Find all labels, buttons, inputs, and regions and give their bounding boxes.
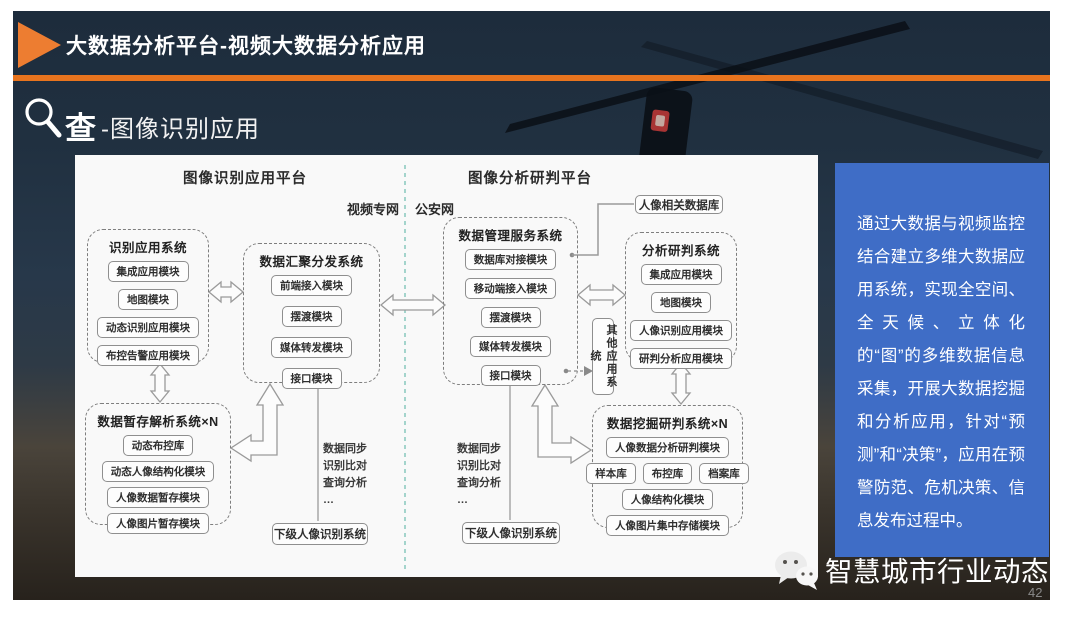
footer-brand: 智慧城市行业动态 [769, 546, 1049, 592]
module-box: 移动端接入模块 [464, 278, 557, 299]
right-platform-title: 图像分析研判平台 [468, 171, 592, 187]
section-keyword: 查 [65, 111, 96, 146]
page-title: 大数据分析平台-视频大数据分析应用 [66, 35, 426, 58]
system-title: 数据管理服务系统 [458, 229, 563, 243]
system-analysis-judgement: 分析研判系统 集成应用模块地图模块人像识别应用模块研判分析应用模块 [625, 232, 737, 369]
sync-note-line: … [457, 494, 468, 507]
system-data-aggregation: 数据汇聚分发系统 前端接入模块摆渡模块媒体转发模块接口模块 [243, 243, 380, 389]
other-systems-box: 其他应用系统 [589, 318, 617, 395]
description-panel: 通过大数据与视频监控结合建立多维大数据应用系统，实现全空间、全天候、立体化的“图… [835, 163, 1049, 557]
module-box: 布控库 [642, 463, 693, 484]
face-database-box: 人像相关数据库 [635, 195, 723, 214]
module-box: 动态布控库 [122, 435, 194, 456]
police-network-label: 公安网 [415, 202, 455, 217]
sync-note-line: … [323, 494, 334, 507]
module-list: 人像数据分析研判模块 样本库布控库档案库 人像结构化模块 人像图片集中存储模块 [586, 437, 749, 536]
module-box: 接口模块 [281, 368, 342, 389]
subordinate-system-right: 下级人像识别系统 [462, 522, 560, 544]
description-text: 通过大数据与视频监控结合建立多维大数据应用系统，实现全空间、全天候、立体化的“图… [857, 215, 1025, 530]
system-data-mining: 数据挖掘研判系统×N 人像数据分析研判模块 样本库布控库档案库 人像结构化模块 … [586, 405, 749, 536]
title-triangle-icon [18, 22, 61, 68]
brand-name: 智慧城市行业动态 [825, 556, 1049, 587]
sync-note-line: 查询分析 [457, 477, 501, 490]
sync-note-right: 数据同步识别比对查询分析 … [457, 441, 505, 509]
left-platform-title: 图像识别应用平台 [183, 171, 307, 187]
module-list: 数据库对接模块移动端接入模块摆渡模块媒体转发模块接口模块 [444, 249, 577, 386]
module-list: 前端接入模块摆渡模块媒体转发模块接口模块 [244, 275, 379, 389]
module-box: 人像识别应用模块 [630, 320, 732, 341]
module-box: 布控告警应用模块 [97, 345, 199, 366]
module-box: 前端接入模块 [271, 275, 352, 296]
system-title: 数据暂存解析系统×N [97, 415, 219, 429]
system-data-management: 数据管理服务系统 数据库对接模块移动端接入模块摆渡模块媒体转发模块接口模块 [443, 217, 578, 386]
module-box: 集成应用模块 [640, 264, 722, 285]
sync-note-line: 识别比对 [323, 460, 367, 473]
module-box: 媒体转发模块 [271, 337, 352, 358]
module-box: 摆渡模块 [281, 306, 342, 327]
module-list: 集成应用模块地图模块动态识别应用模块布控告警应用模块 [88, 261, 208, 366]
module-box: 集成应用模块 [107, 261, 189, 282]
module-list: 集成应用模块地图模块人像识别应用模块研判分析应用模块 [626, 264, 736, 369]
module-box: 动态识别应用模块 [97, 317, 199, 338]
page-number: 42 [1028, 585, 1043, 600]
search-icon [25, 98, 62, 138]
sync-note-line: 数据同步 [323, 443, 367, 455]
wechat-icon [775, 551, 818, 590]
module-list: 动态布控库动态人像结构化模块人像数据暂存模块人像图片暂存模块 [86, 435, 230, 534]
sync-note-line: 识别比对 [457, 460, 501, 473]
system-title: 数据挖掘研判系统×N [606, 417, 729, 431]
accent-rule [13, 75, 1050, 81]
sync-note-left: 数据同步识别比对查询分析 … [323, 441, 371, 509]
system-title: 数据汇聚分发系统 [259, 255, 364, 269]
section-subtitle: -图像识别应用 [101, 116, 260, 143]
slide: 大数据分析平台-视频大数据分析应用 查 -图像识别应用 [13, 11, 1050, 600]
module-box: 人像图片集中存储模块 [606, 515, 729, 536]
module-box: 媒体转发模块 [470, 336, 551, 357]
module-box: 接口模块 [480, 365, 541, 386]
module-box: 人像图片暂存模块 [107, 513, 209, 534]
diagram-connectors [149, 165, 692, 569]
subordinate-system-left: 下级人像识别系统 [272, 523, 368, 545]
sync-note-line: 查询分析 [323, 477, 367, 490]
module-box: 地图模块 [118, 289, 178, 310]
module-box: 档案库 [699, 463, 749, 484]
module-box: 研判分析应用模块 [630, 348, 732, 369]
library-row: 样本库布控库档案库 [586, 463, 749, 484]
module-box: 人像数据分析研判模块 [606, 437, 729, 458]
module-box: 人像数据暂存模块 [107, 487, 209, 508]
module-box: 样本库 [586, 463, 636, 484]
system-data-cache: 数据暂存解析系统×N 动态布控库动态人像结构化模块人像数据暂存模块人像图片暂存模… [85, 403, 231, 534]
module-box: 人像结构化模块 [621, 489, 714, 510]
system-title: 识别应用系统 [108, 241, 187, 255]
architecture-diagram: 图像识别应用平台 图像分析研判平台 视频专网 公安网 识别应用系统 集成应用模块… [75, 155, 818, 577]
system-title: 分析研判系统 [641, 244, 720, 258]
module-box: 动态人像结构化模块 [101, 461, 215, 482]
video-network-label: 视频专网 [346, 202, 399, 217]
module-box: 地图模块 [651, 292, 711, 313]
system-recognition-app: 识别应用系统 集成应用模块地图模块动态识别应用模块布控告警应用模块 [87, 229, 209, 366]
module-box: 摆渡模块 [480, 307, 541, 328]
module-box: 数据库对接模块 [464, 249, 557, 270]
sync-note-line: 数据同步 [457, 443, 501, 455]
